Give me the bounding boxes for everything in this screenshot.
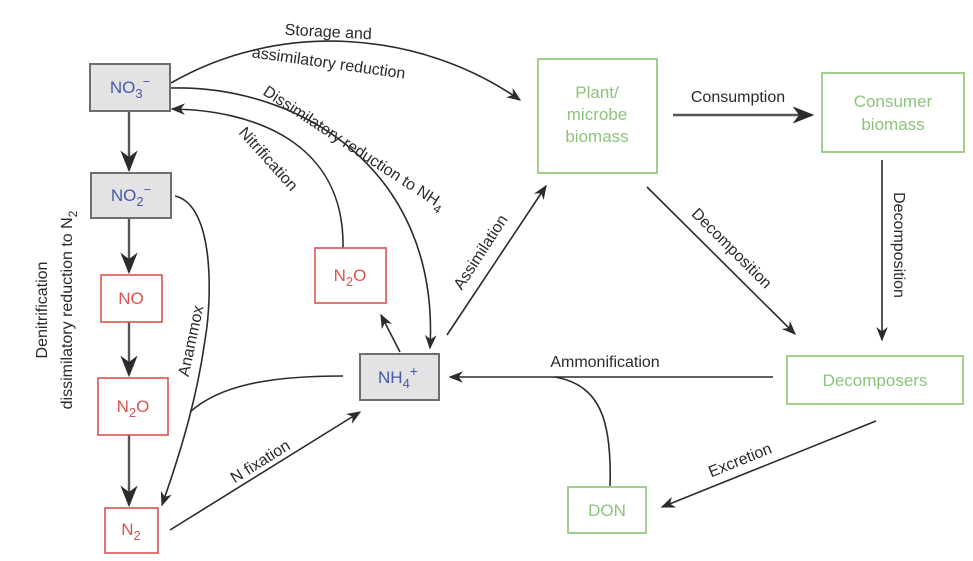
edge-nitrification — [170, 103, 344, 249]
don-ammonification-branch — [554, 376, 612, 487]
node-plant-microbe-biomass: Plant/ microbe biomass — [537, 58, 658, 174]
n-fixation-arrow — [169, 411, 362, 531]
storage-arrow — [170, 40, 522, 101]
svg-text:Decomposers: Decomposers — [823, 371, 928, 390]
node-n2o-left: N2O — [97, 377, 169, 436]
denitrification-label-line1: Denitrification — [34, 262, 51, 359]
storage-label-line1: Storage and — [284, 22, 372, 44]
assimilation-arrow — [446, 184, 547, 336]
nitrification-label: Nitrification — [235, 124, 301, 194]
node-no2: NO2− — [90, 172, 172, 219]
anammox-nh4-branch — [189, 375, 344, 413]
svg-text:Consumer: Consumer — [854, 92, 933, 111]
svg-text:NH4+: NH4+ — [378, 363, 418, 391]
node-nh4: NH4+ — [359, 353, 440, 401]
svg-text:Plant/: Plant/ — [575, 83, 619, 102]
svg-text:NO3−: NO3− — [110, 74, 150, 101]
anammox-label: Anammox — [176, 304, 208, 378]
nitrification-arrow — [170, 103, 344, 249]
excretion-arrow — [660, 420, 877, 508]
svg-text:N2: N2 — [121, 520, 141, 543]
svg-text:biomass: biomass — [861, 115, 924, 134]
dissimilatory-nh4-arrow — [170, 87, 437, 350]
edge-storage — [170, 40, 522, 101]
dissimilatory-nh4-label: Dissimilatory reduction to NH4 — [258, 83, 448, 217]
storage-label-line2: assimilatory reduction — [251, 44, 407, 82]
svg-text:biomass: biomass — [565, 127, 628, 146]
node-decomposers: Decomposers — [786, 355, 964, 405]
node-n2o-middle: N2O — [314, 247, 387, 304]
svg-text:DON: DON — [588, 501, 626, 520]
decomposition-plant-label: Decomposition — [688, 205, 775, 292]
svg-text:NO: NO — [118, 289, 144, 308]
consumption-label: Consumption — [691, 89, 785, 106]
edge-anammox — [160, 195, 344, 507]
svg-text:N2O: N2O — [117, 397, 150, 420]
ammonification-label: Ammonification — [550, 354, 659, 371]
decomposition-consumer-label: Decomposition — [890, 192, 907, 298]
svg-text:NO2−: NO2− — [111, 182, 151, 209]
denitrification-label-line2: dissimilatory reduction to N2 — [59, 210, 80, 409]
nh4-to-n2o-arrow — [380, 313, 401, 353]
svg-text:N2O: N2O — [334, 266, 367, 289]
anammox-arrow — [160, 195, 210, 507]
edge-dissimilatory-nh4 — [170, 87, 437, 350]
node-no: NO — [100, 274, 163, 323]
node-don: DON — [567, 486, 647, 534]
node-no3: NO3− — [89, 63, 171, 112]
svg-text:microbe: microbe — [567, 105, 627, 124]
node-n2: N2 — [104, 507, 159, 554]
node-consumer-biomass: Consumer biomass — [821, 72, 965, 153]
n-fixation-label: N fixation — [228, 437, 294, 487]
decomposition-plant-arrow — [646, 186, 797, 336]
